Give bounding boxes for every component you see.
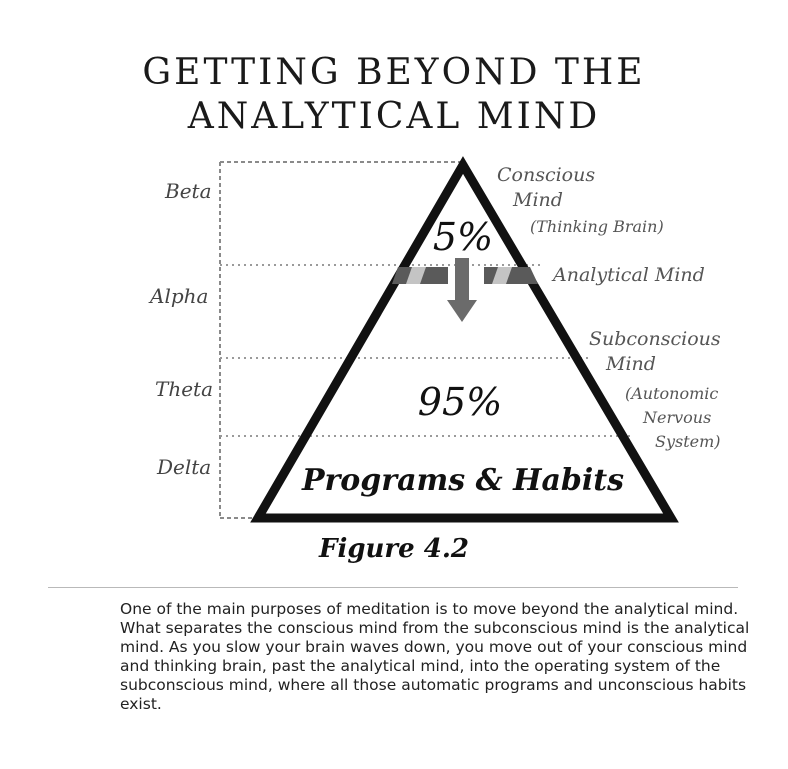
subconscious-label-line1: Subconscious — [589, 328, 721, 350]
conscious-label-line1: Conscious — [497, 164, 595, 186]
caption-divider — [48, 587, 738, 588]
title-line-2: ANALYTICAL MIND — [187, 96, 601, 137]
top-percent: 5% — [433, 215, 493, 259]
subconscious-label-line3: (Autonomic — [625, 384, 718, 403]
divider-lines — [220, 264, 630, 437]
pyramid-diagram: Beta Alpha Theta Delta Conscious Mind (T… — [148, 156, 721, 523]
analytical-mind-bar — [392, 267, 538, 284]
subconscious-label-line2: Mind — [605, 353, 656, 375]
conscious-label-line2: Mind — [512, 189, 563, 211]
programs-habits-label: Programs & Habits — [301, 463, 624, 498]
figure-label: Figure 4.2 — [319, 534, 469, 564]
analytical-mind-label: Analytical Mind — [551, 264, 705, 286]
wave-label-theta: Theta — [155, 377, 213, 401]
pyramid-outline — [250, 156, 679, 523]
subconscious-label-line4: Nervous — [642, 408, 711, 427]
subconscious-label-line5: System) — [655, 432, 721, 451]
bottom-percent: 95% — [418, 380, 502, 424]
down-arrow — [447, 258, 477, 322]
wave-label-delta: Delta — [156, 455, 211, 479]
wave-label-alpha: Alpha — [148, 284, 208, 308]
title-line-1: GETTING BEYOND THE — [142, 52, 646, 93]
wave-label-beta: Beta — [164, 179, 212, 203]
conscious-label-line3: (Thinking Brain) — [530, 217, 664, 236]
caption-text: One of the main purposes of meditation i… — [120, 600, 750, 713]
